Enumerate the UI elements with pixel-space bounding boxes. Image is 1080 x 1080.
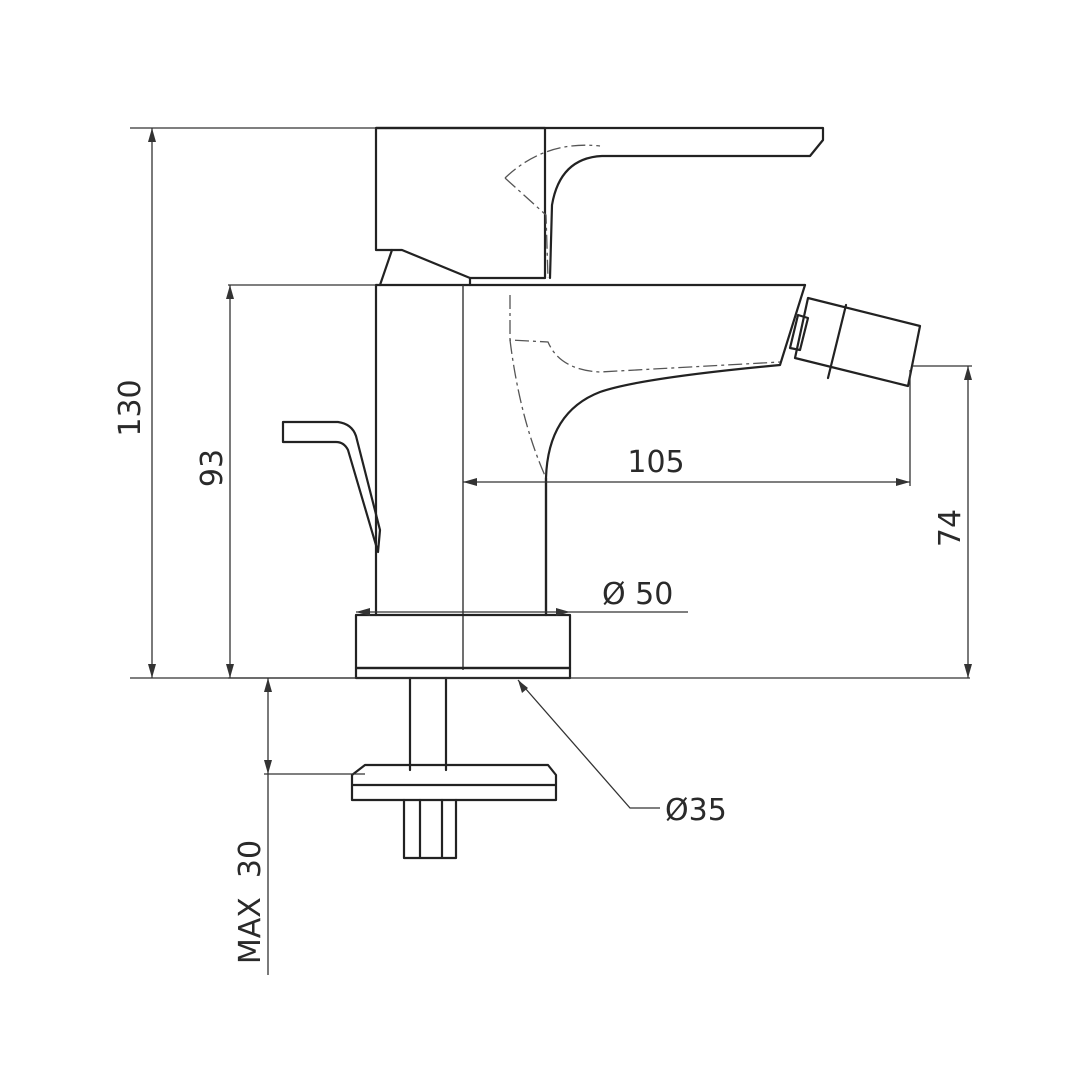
dim-outlet-height: 74 xyxy=(933,509,968,547)
dim-body-height: 93 xyxy=(195,449,230,487)
fixing-washer xyxy=(350,763,558,802)
dim-max-deck-thickness: MAX 30 xyxy=(233,840,268,964)
popup-lever xyxy=(281,420,382,554)
spout-hidden-line xyxy=(509,295,781,373)
main-column xyxy=(374,283,548,617)
dim-spout-reach: 105 xyxy=(627,445,684,480)
spout-hidden-line-2 xyxy=(509,339,547,479)
aerator-collar xyxy=(788,313,810,352)
aerator xyxy=(793,296,922,388)
dim-hole-diameter: Ø35 xyxy=(665,793,727,828)
lever-handle xyxy=(374,126,825,280)
dim-overall-height: 130 xyxy=(113,379,148,436)
dimension-labels: 130 93 105 74 Ø 50 Ø35 MAX 30 xyxy=(113,379,968,964)
threaded-shank xyxy=(408,676,448,772)
cap-neck xyxy=(378,248,472,287)
spout-body xyxy=(544,283,807,617)
faucet-outline xyxy=(281,126,922,860)
lever-cap xyxy=(374,126,547,280)
dim-base-diameter: Ø 50 xyxy=(602,577,673,612)
lever-hidden-edge xyxy=(504,144,601,179)
dimension-lines xyxy=(130,127,972,975)
hex-nut xyxy=(402,798,458,860)
lever-hidden-edge-2 xyxy=(504,177,549,279)
